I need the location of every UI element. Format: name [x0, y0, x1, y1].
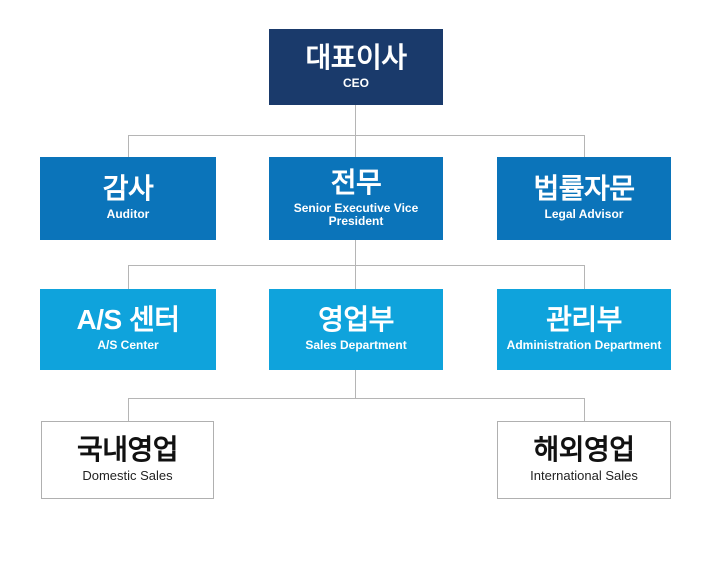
org-node-sales-dept: 영업부 Sales Department [269, 289, 443, 370]
org-node-intl-title: 해외영업 [533, 434, 635, 466]
org-node-as-center: A/S 센터 A/S Center [40, 289, 216, 370]
org-node-svp-subtitle: Senior Executive Vice President [293, 200, 419, 228]
org-node-sales-title: 영업부 [318, 304, 394, 336]
org-node-legal-title: 법률자문 [533, 173, 635, 205]
org-node-svp-title: 전무 [330, 166, 382, 198]
org-node-domestic-title: 국내영업 [76, 434, 179, 466]
org-node-ceo: 대표이사 CEO [269, 29, 443, 105]
org-node-auditor-title: 감사 [102, 173, 154, 205]
org-node-domestic-sales: 국내영업 Domestic Sales [41, 421, 214, 499]
org-node-legal-subtitle: Legal Advisor [544, 207, 624, 222]
connector-line [128, 398, 129, 421]
org-node-as-center-title: A/S 센터 [76, 304, 180, 336]
connector-line [355, 370, 356, 398]
org-node-sales-subtitle: Sales Department [305, 338, 407, 353]
org-node-ceo-subtitle: CEO [342, 75, 369, 90]
org-node-auditor: 감사 Auditor [40, 157, 216, 240]
org-node-admin-subtitle: Administration Department [506, 338, 662, 353]
org-node-legal-advisor: 법률자문 Legal Advisor [497, 157, 671, 240]
connector-line [128, 135, 129, 157]
connector-line [584, 398, 585, 421]
connector-line [128, 265, 585, 266]
org-node-ceo-title: 대표이사 [305, 41, 407, 73]
connector-line [355, 105, 356, 135]
org-node-senior-executive-vp: 전무 Senior Executive Vice President [269, 157, 443, 240]
connector-line [355, 265, 356, 289]
org-node-auditor-subtitle: Auditor [106, 207, 150, 222]
org-node-admin-title: 관리부 [546, 304, 622, 336]
connector-line [355, 240, 356, 265]
org-node-domestic-subtitle: Domestic Sales [82, 468, 173, 484]
org-node-admin-dept: 관리부 Administration Department [497, 289, 671, 370]
connector-line [128, 398, 585, 399]
connector-line [584, 265, 585, 289]
org-node-as-center-subtitle: A/S Center [97, 338, 159, 353]
connector-line [128, 265, 129, 289]
org-node-intl-subtitle: International Sales [530, 468, 638, 484]
connector-line [355, 135, 356, 157]
connector-line [584, 135, 585, 157]
org-node-international-sales: 해외영업 International Sales [497, 421, 671, 499]
connector-line [128, 135, 585, 136]
